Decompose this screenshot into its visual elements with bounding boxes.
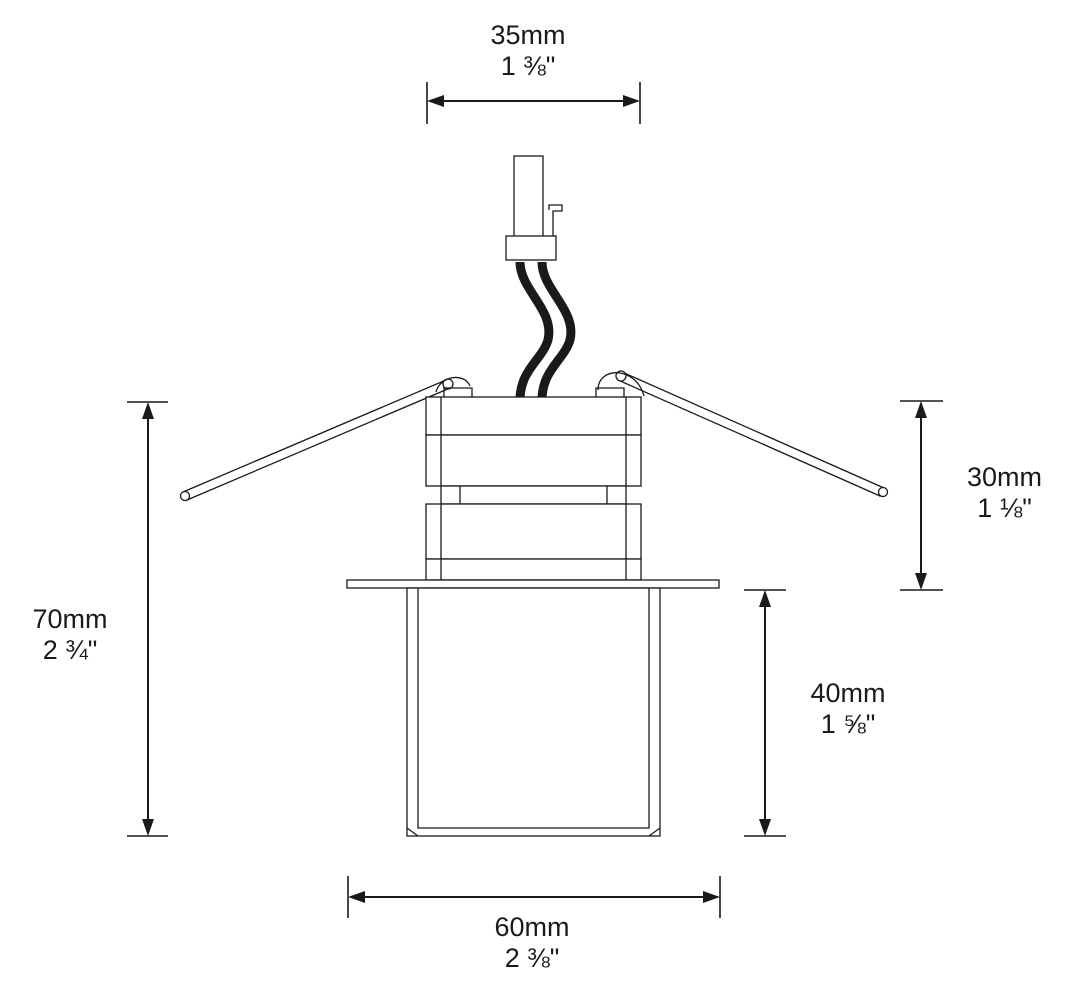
arrow-right-icon: [703, 891, 720, 903]
arrow-up-icon: [759, 590, 771, 607]
body-height-imperial: 1 ⅝": [820, 709, 876, 739]
arrow-up-icon: [915, 401, 927, 418]
bezel-width-metric: 60mm: [494, 912, 570, 942]
body-height-dimension: [744, 589, 786, 837]
top-width-metric: 35mm: [490, 20, 566, 50]
arrow-left-icon: [348, 891, 365, 903]
bezel-width-imperial: 2 ⅜": [504, 943, 560, 973]
housing-height-dimension: [900, 400, 943, 591]
housing-height-label: 30mm 1 ⅛": [940, 462, 1069, 524]
housing-height-imperial: 1 ⅛": [977, 493, 1032, 523]
arrow-down-icon: [142, 819, 154, 836]
body-height-label: 40mm 1 ⅝": [778, 678, 918, 740]
arrow-left-icon: [427, 95, 444, 107]
overall-height-label: 70mm 2 ¾": [0, 604, 140, 666]
arrow-down-icon: [915, 573, 927, 590]
arrow-right-icon: [623, 95, 640, 107]
bezel-width-dimension: [347, 876, 721, 918]
overall-height-imperial: 2 ¾": [42, 635, 98, 665]
lead-wires: [515, 261, 576, 401]
spring-clip-right: [595, 370, 889, 498]
top-width-label: 35mm 1 ⅜": [428, 20, 628, 82]
body-height-metric: 40mm: [810, 678, 886, 708]
overall-height-metric: 70mm: [32, 604, 108, 634]
fixture-body: [406, 587, 661, 837]
arrow-up-icon: [142, 402, 154, 419]
bezel-width-label: 60mm 2 ⅜": [432, 912, 632, 974]
top-width-imperial: 1 ⅜": [500, 51, 556, 81]
spring-clip-left: [179, 376, 473, 502]
top-width-dimension: [426, 82, 641, 124]
fixture-housing: [425, 396, 642, 581]
housing-height-metric: 30mm: [966, 462, 1042, 492]
wire-connector: [505, 155, 563, 261]
bezel-flange: [346, 579, 720, 589]
arrow-down-icon: [759, 819, 771, 836]
overall-height-dimension: [127, 401, 168, 837]
